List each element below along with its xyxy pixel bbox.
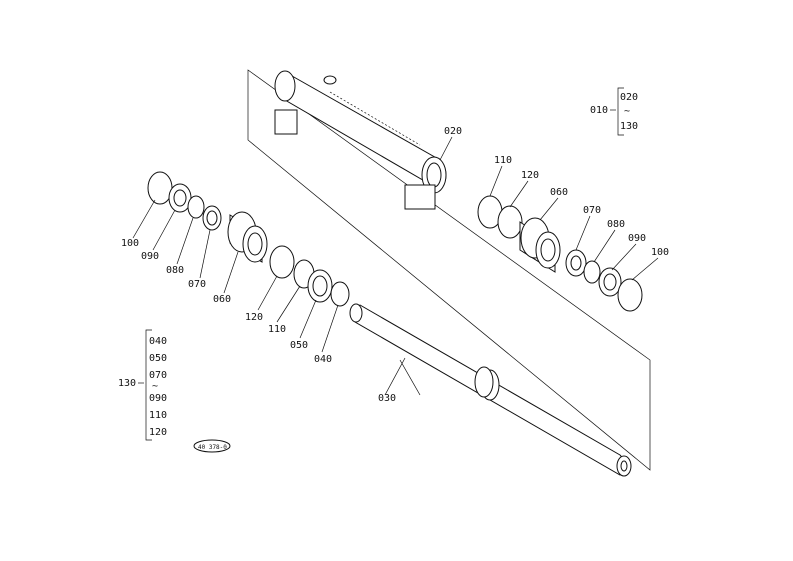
label-left-100: 100 <box>121 238 139 249</box>
label-left-060: 060 <box>213 294 231 305</box>
legend-item-5: 090 <box>149 393 167 404</box>
label-left-070: 070 <box>188 279 206 290</box>
leader-lines <box>132 136 659 396</box>
right-seal-group <box>477 195 643 312</box>
legend-item-3: 070 <box>149 370 167 381</box>
legend-item-6: 110 <box>149 410 167 421</box>
legend-item-7: 120 <box>149 427 167 438</box>
cylinder-tube <box>274 70 447 210</box>
label-right-120: 120 <box>521 170 539 181</box>
legend-item-2: 050 <box>149 353 167 364</box>
legend-assembly: 010 <box>590 105 608 116</box>
label-right-090: 090 <box>628 233 646 244</box>
stamp-text: 40 378-0 <box>198 444 227 451</box>
label-right-080: 080 <box>607 219 625 230</box>
legend-item-1: 040 <box>149 336 167 347</box>
legend-left: 130 040 050 070 ~ 090 110 120 <box>118 329 167 441</box>
label-right-060: 060 <box>550 187 568 198</box>
left-seal-group <box>147 171 350 307</box>
label-020: 020 <box>444 126 462 137</box>
legend-kit: 130 <box>118 378 136 389</box>
snap-ring-left <box>147 171 173 205</box>
label-left-080: 080 <box>166 265 184 276</box>
assembly-plane <box>247 69 651 471</box>
legend-tilde: ~ <box>624 106 630 117</box>
legend-to: 130 <box>620 121 638 132</box>
label-left-040: 040 <box>314 354 332 365</box>
label-left-110: 110 <box>268 324 286 335</box>
label-left-050: 050 <box>290 340 308 351</box>
label-left-090: 090 <box>141 251 159 262</box>
label-right-070: 070 <box>583 205 601 216</box>
label-right-110: 110 <box>494 155 512 166</box>
drawing-stamp: 40 378-0 <box>193 439 231 453</box>
label-right-100: 100 <box>651 247 669 258</box>
label-030: 030 <box>378 393 396 404</box>
legend-from: 020 <box>620 92 638 103</box>
label-left-120: 120 <box>245 312 263 323</box>
legend-item-4: ~ <box>152 381 158 392</box>
legend-top: 010 020 ~ 130 <box>590 87 638 136</box>
piston-rod <box>349 303 632 477</box>
